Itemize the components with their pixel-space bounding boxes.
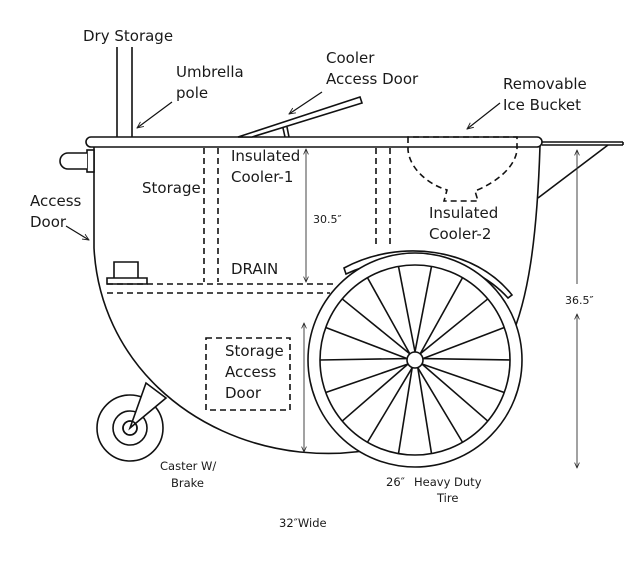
label-width: 32″Wide — [279, 516, 327, 530]
label-storage-access-door-2: Access — [225, 363, 277, 381]
label-umbrella-pole-1: Umbrella — [176, 63, 244, 81]
label-storage: Storage — [142, 179, 201, 197]
wheel-spoke — [421, 363, 489, 422]
wheel-spoke — [419, 298, 489, 355]
label-ice-bucket-1: Removable — [503, 75, 587, 93]
label-ice-bucket-2: Ice Bucket — [503, 96, 581, 114]
wheel-spoke — [397, 367, 414, 454]
label-cooler-access-door-2: Access Door — [326, 70, 419, 88]
label-access-door-1: Access — [30, 192, 82, 210]
dimension-cooler-height: 30.5″ — [313, 213, 342, 226]
label-tire-2: Tire — [436, 491, 458, 505]
label-storage-access-door-3: Door — [225, 384, 262, 402]
wheel-spoke — [417, 367, 464, 443]
storage-access-door — [205, 337, 291, 411]
wheel-spoke — [422, 357, 511, 361]
counter-top — [85, 136, 543, 148]
wheel-spokes — [319, 266, 511, 454]
wheel-spoke — [422, 326, 505, 360]
wheel-spoke — [325, 326, 408, 360]
wheel-spoke — [419, 277, 464, 355]
label-insulated-cooler-1a: Insulated — [231, 147, 300, 165]
cooler-access-door — [237, 95, 364, 138]
wheel-spoke — [341, 298, 411, 355]
umbrella-pole — [116, 47, 133, 137]
label-caster-1: Caster W/ — [160, 459, 216, 473]
caster-wheel — [96, 381, 168, 462]
wheel-spoke — [366, 367, 413, 443]
label-insulated-cooler-2a: Insulated — [429, 204, 498, 222]
label-tire-size: 26″ — [386, 475, 406, 489]
label-storage-access-door-1: Storage — [225, 342, 284, 360]
ice-bucket — [407, 136, 518, 202]
heavy-duty-wheel — [307, 252, 523, 468]
label-access-door-2: Door — [30, 213, 67, 231]
label-umbrella-pole-2: pole — [176, 84, 208, 102]
dimension-total-height: 36.5″ — [565, 294, 594, 307]
label-cooler-access-door-1: Cooler — [326, 49, 375, 67]
wheel-spoke — [325, 363, 409, 394]
label-insulated-cooler-2b: Cooler-2 — [429, 225, 491, 243]
wheel-spoke — [416, 367, 433, 454]
side-shelf — [537, 141, 624, 199]
drain-fixture — [106, 261, 148, 285]
partitions — [107, 148, 391, 294]
wheel-hub — [406, 351, 424, 369]
wheel-spoke — [397, 266, 416, 353]
dimension-lines — [304, 149, 577, 468]
label-caster-2: Brake — [171, 476, 204, 490]
side-handle — [59, 149, 95, 173]
pointer-arrows — [65, 91, 501, 240]
wheel-spoke — [421, 363, 505, 394]
wheel-spoke — [366, 277, 411, 355]
wheel-spoke — [319, 357, 408, 361]
label-insulated-cooler-1b: Cooler-1 — [231, 168, 293, 186]
label-dry-storage: Dry Storage — [83, 27, 173, 45]
wheel-spoke — [414, 266, 433, 353]
label-drain: DRAIN — [231, 260, 278, 278]
wheel-spoke — [341, 363, 409, 422]
label-tire-1: Heavy Duty — [414, 475, 482, 489]
